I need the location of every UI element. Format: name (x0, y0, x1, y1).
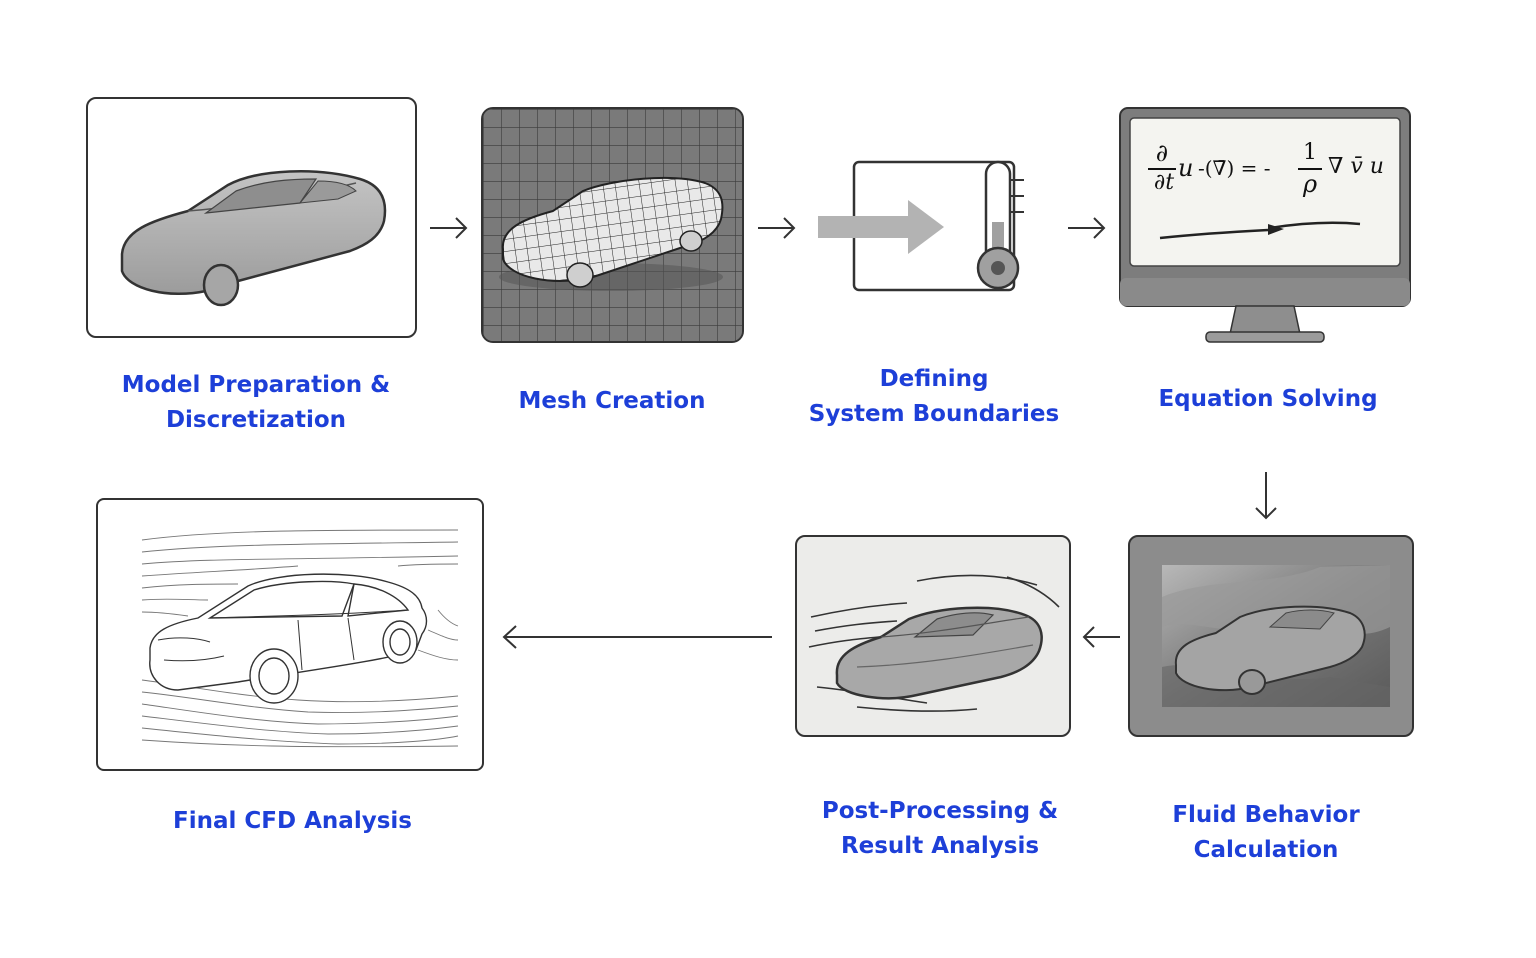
label-line: Post-Processing & (821, 798, 1059, 824)
label-line: Model Preparation & (121, 372, 391, 398)
mesh-car-icon (483, 109, 742, 341)
equation-text: ∂ ∂t u -(∇̄) = - 1 ρ ∇ v̄ u (1148, 140, 1398, 210)
arrow-down-icon (1255, 472, 1277, 520)
step-mesh-creation-panel (481, 107, 744, 343)
eq-dt: ∂t (1153, 170, 1175, 195)
arrow-left-icon (1082, 626, 1120, 648)
step-post-processing-panel (795, 535, 1071, 737)
streamline-car-icon (808, 574, 1060, 712)
eq-rho: ρ (1302, 170, 1318, 198)
step-fluid-behavior-label: Fluid Behavior Calculation (1136, 798, 1396, 868)
label-line: Result Analysis (840, 833, 1040, 859)
step-mesh-creation-label: Mesh Creation (482, 384, 742, 419)
eq-middle: -(∇̄) = - (1198, 156, 1271, 180)
step-equation-solving-label: Equation Solving (1135, 382, 1401, 417)
eq-u: u (1178, 154, 1194, 182)
monitor-equation-icon: ∂ ∂t u -(∇̄) = - 1 ρ ∇ v̄ u (1118, 106, 1412, 346)
label-line: Mesh Creation (518, 388, 706, 414)
step-final-analysis-panel (96, 498, 484, 771)
label-line: Fluid Behavior (1172, 802, 1360, 828)
eq-partial: ∂ (1155, 139, 1169, 167)
eq-one: 1 (1303, 140, 1317, 165)
label-line: System Boundaries (808, 401, 1060, 427)
label-line: Calculation (1193, 837, 1339, 863)
step-model-preparation-panel (86, 97, 417, 338)
arrow-right-icon (1068, 217, 1106, 239)
label-line: Final CFD Analysis (173, 808, 412, 834)
step-post-processing-label: Post-Processing & Result Analysis (805, 794, 1075, 864)
label-line: Defining (879, 366, 989, 392)
line-drawing-car-icon (141, 529, 459, 748)
label-line: Discretization (165, 407, 347, 433)
step-model-preparation-label: Model Preparation & Discretization (86, 368, 426, 438)
step-final-analysis-label: Final CFD Analysis (160, 804, 425, 839)
arrow-left-long-icon (502, 625, 772, 649)
label-line: Equation Solving (1158, 386, 1378, 412)
arrow-right-icon (430, 217, 468, 239)
flow-field-car-icon (1162, 565, 1390, 707)
step-fluid-behavior-panel (1128, 535, 1414, 737)
step-defining-boundaries-label: Defining System Boundaries (804, 362, 1064, 432)
arrow-right-icon (758, 217, 796, 239)
car-outline-icon (120, 170, 387, 307)
eq-tail: ∇ v̄ u (1328, 154, 1384, 179)
flow-thermometer-icon (818, 160, 1024, 292)
